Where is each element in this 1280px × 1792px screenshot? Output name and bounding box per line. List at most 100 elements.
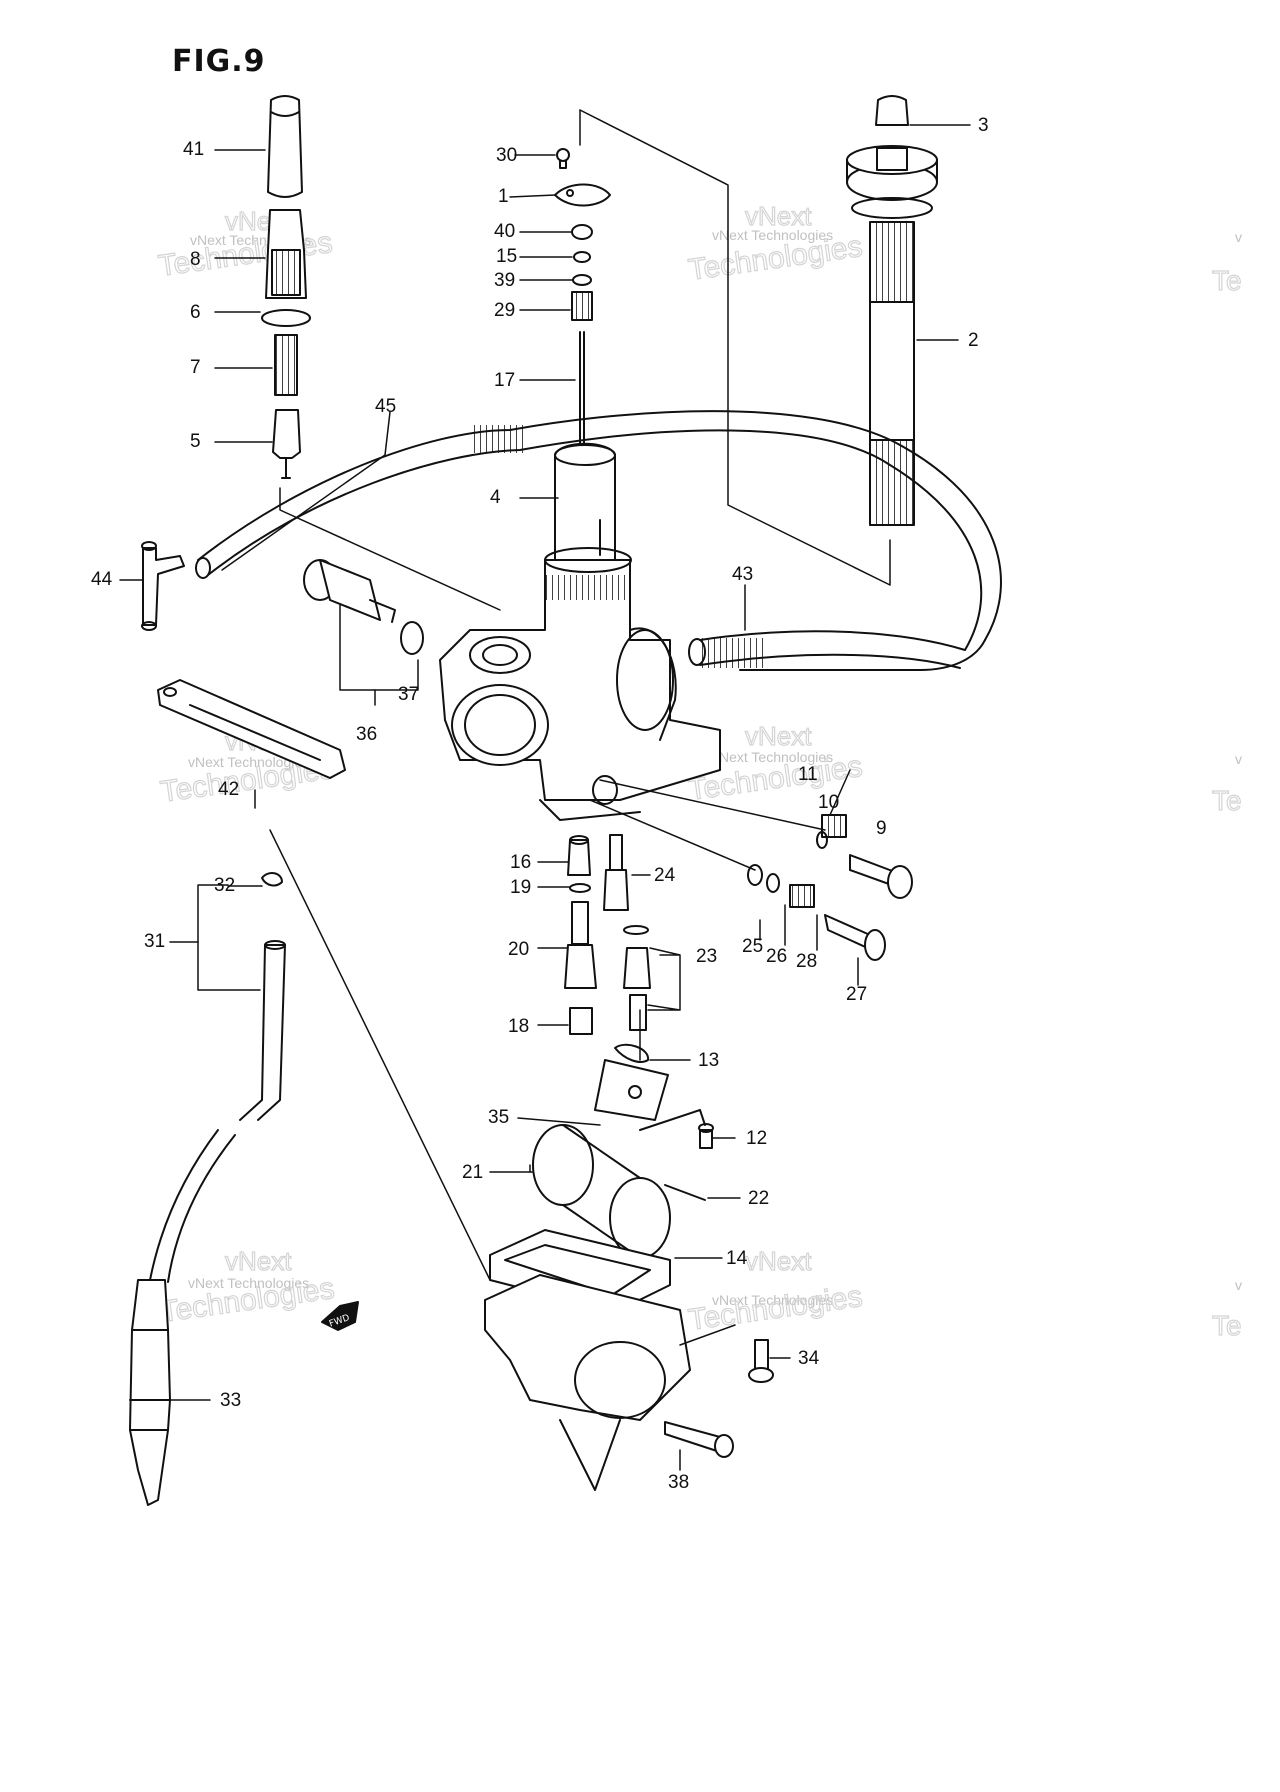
o-ring	[261, 309, 311, 327]
watermark-text: Technologies	[686, 1280, 864, 1337]
watermark-edge-right: v Te v Te v Te	[1211, 229, 1242, 1342]
throttle-slide-assembly	[554, 148, 616, 566]
plate	[554, 183, 611, 207]
carburetor-body	[439, 547, 721, 821]
watermark-bottom-right: vNext vNext Technologies Technologies	[686, 1245, 865, 1337]
callout-45: 45	[375, 396, 396, 417]
spring-11	[821, 814, 847, 838]
throttle-spring-lower	[869, 439, 915, 526]
callout-9: 9	[876, 818, 887, 839]
callout-35: 35	[488, 1107, 509, 1128]
watermark-text: Te	[1212, 265, 1242, 296]
breather-tube-45	[195, 410, 1002, 671]
watermark-text: v	[1235, 229, 1242, 245]
cap-boot	[875, 95, 909, 126]
figure-title: FIG.9	[172, 44, 266, 79]
watermark-text: vNext Technologies	[712, 749, 833, 765]
watermark-text: vNext Technologies	[712, 227, 833, 243]
float-assembly	[532, 1043, 714, 1259]
fuel-filter-33	[129, 1279, 171, 1506]
callout-36: 36	[356, 724, 377, 745]
callout-12: 12	[746, 1128, 767, 1149]
callout-15: 15	[496, 246, 517, 267]
watermark-text: vNext Technologies	[712, 1292, 833, 1308]
callout-41: 41	[183, 139, 204, 160]
t-joint	[141, 541, 185, 631]
callout-42: 42	[218, 779, 239, 800]
washer	[572, 274, 592, 286]
float-chamber	[484, 1229, 774, 1491]
callout-17: 17	[494, 370, 515, 391]
washer-26	[766, 873, 780, 893]
watermark-text: vNext	[745, 201, 812, 231]
callout-43: 43	[732, 564, 753, 585]
callout-7: 7	[190, 357, 201, 378]
callout-27: 27	[846, 984, 867, 1005]
intake-bore	[451, 684, 549, 766]
callout-20: 20	[508, 939, 529, 960]
idle-screw-assembly	[747, 814, 913, 961]
watermark-text: vNext Technologies	[188, 754, 309, 770]
throttle-stop-bracket	[157, 679, 346, 779]
clip	[573, 251, 591, 263]
hose-31-lower	[149, 1129, 219, 1281]
watermark-text: vNext	[225, 1246, 292, 1276]
callout-34: 34	[798, 1348, 820, 1369]
callout-28: 28	[796, 951, 817, 972]
callout-29: 29	[494, 300, 515, 321]
clip-32	[261, 872, 283, 887]
float-plate-35	[594, 1059, 669, 1121]
watermark-text: vNext	[745, 721, 812, 751]
callout-44: 44	[91, 569, 113, 590]
leader-lines	[119, 109, 971, 1471]
needle-jet	[571, 901, 589, 945]
watermark-top-right: vNext vNext Technologies Technologies	[686, 200, 865, 287]
callout-18: 18	[508, 1016, 529, 1037]
callout-22: 22	[748, 1188, 769, 1209]
callout-31: 31	[144, 931, 165, 952]
starter-lever	[303, 559, 424, 655]
callout-39: 39	[494, 270, 515, 291]
callout-4: 4	[490, 487, 501, 508]
jet-16	[567, 839, 591, 876]
hose-31-upper	[257, 944, 286, 1121]
callout-32: 32	[214, 875, 235, 896]
watermark-text: Te	[1212, 785, 1242, 816]
callout-25: 25	[742, 936, 763, 957]
callout-24: 24	[654, 865, 676, 886]
slide-spring	[571, 291, 593, 321]
callout-38: 38	[668, 1472, 689, 1493]
cap-and-spring-assembly	[846, 95, 938, 526]
callout-10: 10	[818, 792, 839, 813]
main-jet-23	[623, 947, 651, 989]
screw-12	[699, 1129, 713, 1149]
drain-screw-38	[664, 1421, 721, 1453]
callout-23: 23	[696, 946, 717, 967]
o-ring-37	[400, 621, 424, 655]
float-21-right	[609, 1177, 671, 1259]
throttle-spring-upper	[869, 221, 915, 303]
callout-2: 2	[968, 330, 979, 351]
callout-14: 14	[726, 1248, 748, 1269]
callout-labels: 4186754544363742301401539291743243111091…	[91, 115, 989, 1493]
o-ring-25	[747, 864, 763, 886]
watermark-text: Te	[1212, 1310, 1242, 1341]
callout-13: 13	[698, 1050, 719, 1071]
callout-19: 19	[510, 877, 531, 898]
callout-16: 16	[510, 852, 531, 873]
callout-21: 21	[462, 1162, 483, 1183]
callout-33: 33	[220, 1390, 241, 1411]
choke-plunger-assembly	[261, 95, 311, 479]
callout-3: 3	[978, 115, 989, 136]
plunger-spring	[274, 334, 298, 396]
watermark-top-left: vNext vNext Technologies Technologies	[156, 205, 335, 283]
float-arm-13	[614, 1043, 650, 1063]
callout-30: 30	[496, 145, 517, 166]
watermark-text: vNext Technologies	[188, 1275, 309, 1291]
fuel-line-assembly	[129, 872, 286, 1506]
rubber-cap	[267, 95, 303, 198]
screw-34	[754, 1339, 769, 1371]
callout-40: 40	[494, 221, 515, 242]
callout-5: 5	[190, 431, 201, 452]
callout-11: 11	[798, 764, 818, 785]
